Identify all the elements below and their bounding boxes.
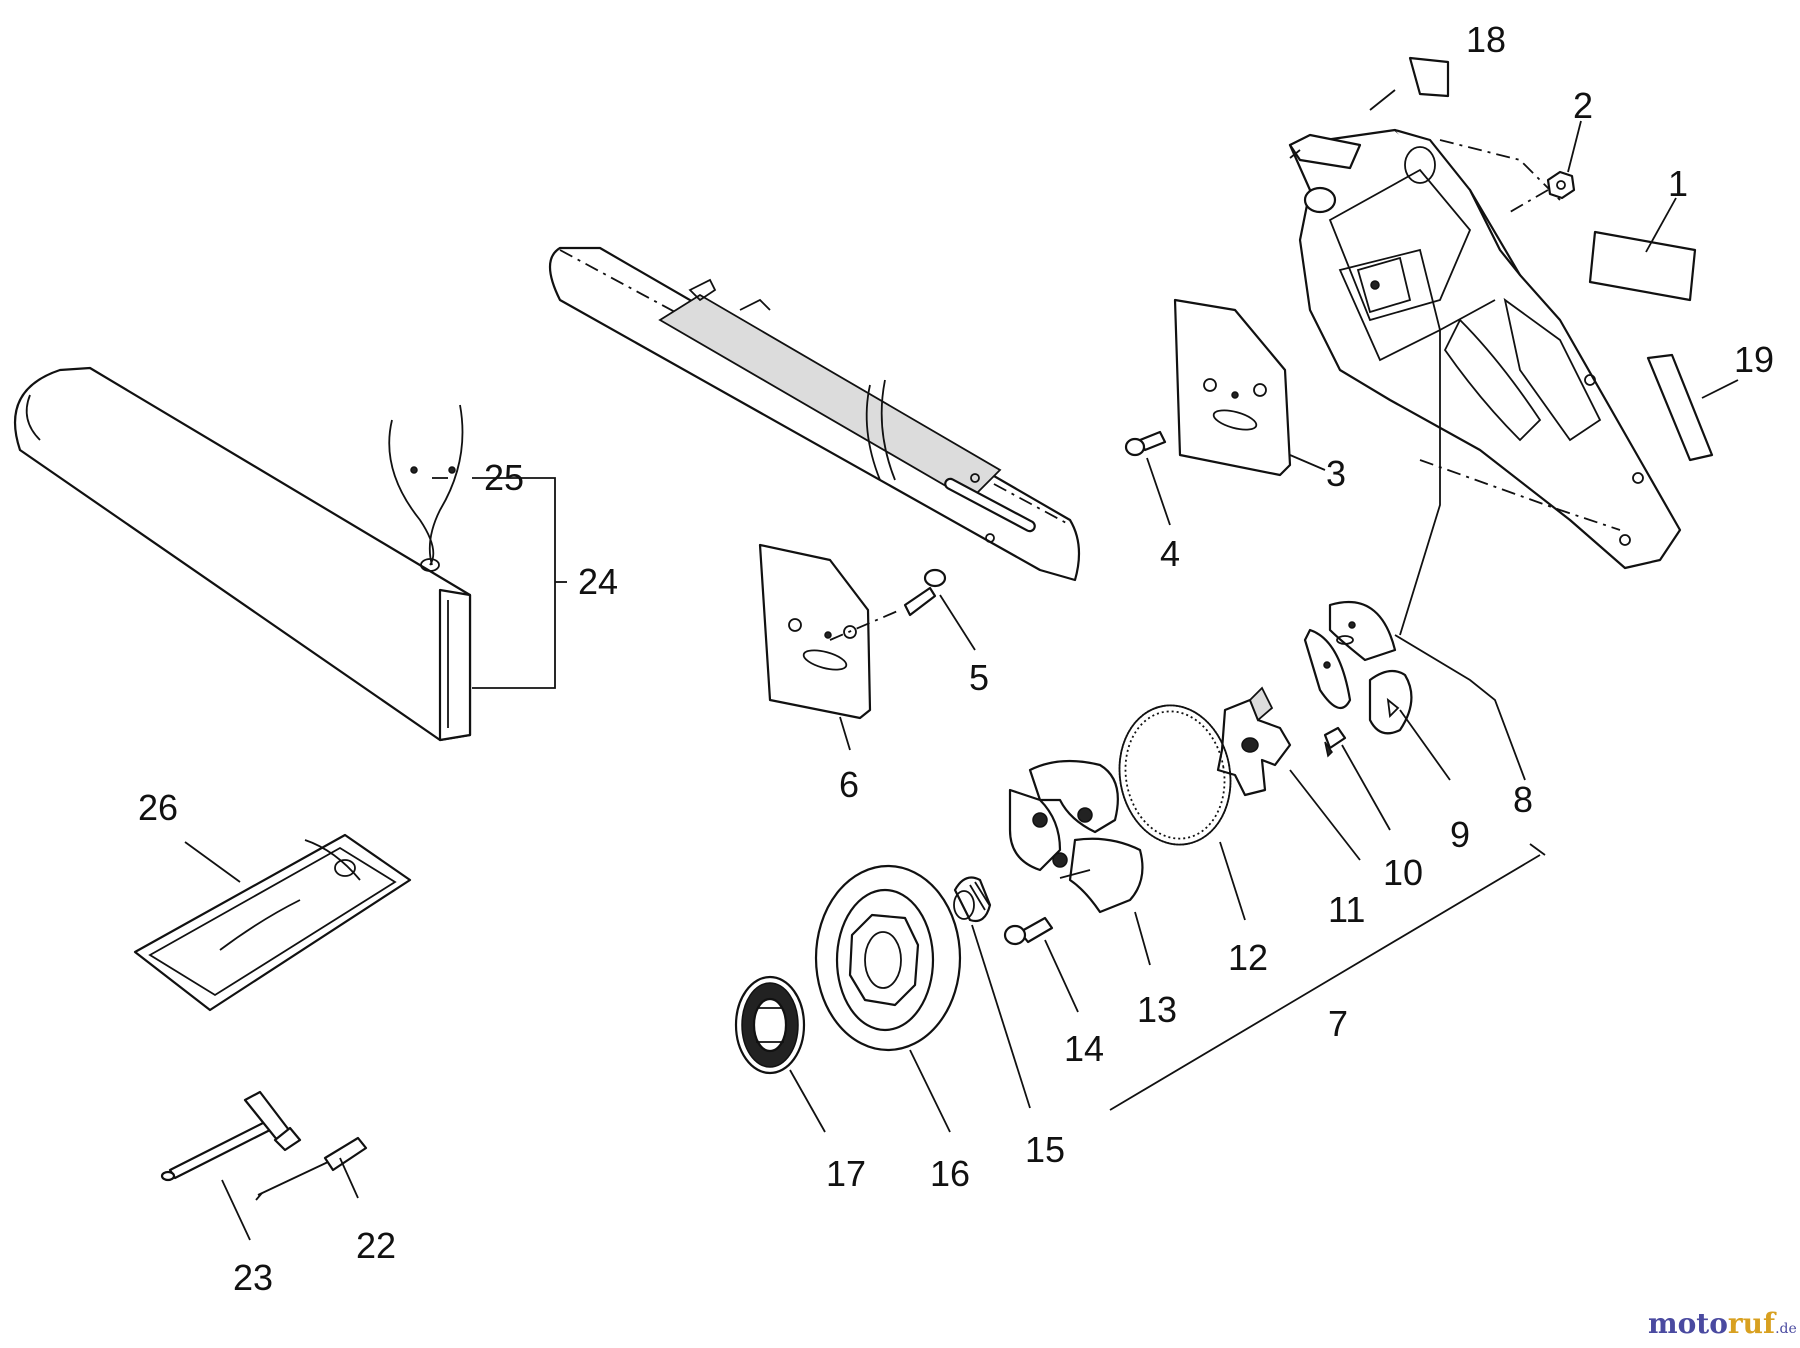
- watermark-part2: ruf: [1728, 1307, 1777, 1340]
- nut-part-2[interactable]: [1509, 170, 1576, 213]
- callout-24: 24: [578, 561, 618, 602]
- bar-cover-part-24[interactable]: [13, 366, 472, 742]
- cover-strap-part-25[interactable]: [388, 404, 464, 572]
- callout-15: 15: [1025, 1129, 1065, 1170]
- callout-17: 17: [826, 1153, 866, 1194]
- callout-25: 25: [484, 457, 524, 498]
- clutch-hub-part-11[interactable]: [1216, 686, 1292, 797]
- screw-part-4[interactable]: [1124, 430, 1167, 457]
- needle-bearing-part-15[interactable]: [953, 876, 992, 923]
- bar-plate-part-3[interactable]: [1173, 298, 1292, 477]
- callout-1: 1: [1668, 163, 1688, 204]
- svg-text:motoruf.de: motoruf.de: [1648, 1307, 1797, 1340]
- callout-4: 4: [1160, 533, 1180, 574]
- wrench-part-23[interactable]: [160, 1090, 302, 1182]
- screwdriver-part-22[interactable]: [255, 1136, 368, 1201]
- callout-6: 6: [839, 764, 859, 805]
- clutch-washer-part-9[interactable]: [1368, 669, 1413, 735]
- callout-5: 5: [969, 657, 989, 698]
- bolt-part-14[interactable]: [1003, 916, 1054, 946]
- label-part-1[interactable]: [1588, 230, 1697, 302]
- bar-plate-part-6[interactable]: [758, 543, 872, 720]
- tool-pouch-part-26[interactable]: [133, 833, 412, 1012]
- sprocket-cover-housing[interactable]: [1288, 128, 1682, 570]
- rim-sprocket-part-17[interactable]: [734, 975, 806, 1075]
- callout-26: 26: [138, 787, 178, 828]
- screw-part-5[interactable]: [829, 568, 947, 641]
- callout-10: 10: [1383, 852, 1423, 893]
- callout-7: 7: [1328, 1003, 1348, 1044]
- callout-9: 9: [1450, 814, 1470, 855]
- clutch-spring-part-12[interactable]: [1109, 697, 1242, 854]
- callout-3: 3: [1326, 453, 1346, 494]
- callout-12: 12: [1228, 937, 1268, 978]
- watermark-suffix: .de: [1775, 1321, 1797, 1337]
- callout-2: 2: [1573, 85, 1593, 126]
- clutch-drum-part-16[interactable]: [814, 864, 962, 1052]
- clutch-plate-part-8[interactable]: [1303, 600, 1397, 710]
- guide-bar[interactable]: [548, 246, 1081, 582]
- callout-19: 19: [1734, 339, 1774, 380]
- small-screw-part-10[interactable]: [1323, 726, 1347, 758]
- callout-11: 11: [1328, 889, 1365, 930]
- watermark-part1: moto: [1648, 1307, 1728, 1340]
- callout-numbers: 1 2 3 4 5 6 7 8 9 10 11 12 13 14 15 16 1…: [138, 19, 1774, 1298]
- clutch-shoes-part-13[interactable]: [1008, 759, 1144, 914]
- callout-22: 22: [356, 1225, 396, 1266]
- callout-23: 23: [233, 1257, 273, 1298]
- callout-13: 13: [1137, 989, 1177, 1030]
- label-part-19[interactable]: [1646, 353, 1714, 462]
- callout-8: 8: [1513, 779, 1533, 820]
- watermark-logo: motoruf.de: [1648, 1307, 1797, 1340]
- leader-lines: [184, 89, 1739, 1241]
- callout-14: 14: [1064, 1028, 1104, 1069]
- callout-18: 18: [1466, 19, 1506, 60]
- label-part-18[interactable]: [1408, 56, 1450, 98]
- callout-16: 16: [930, 1153, 970, 1194]
